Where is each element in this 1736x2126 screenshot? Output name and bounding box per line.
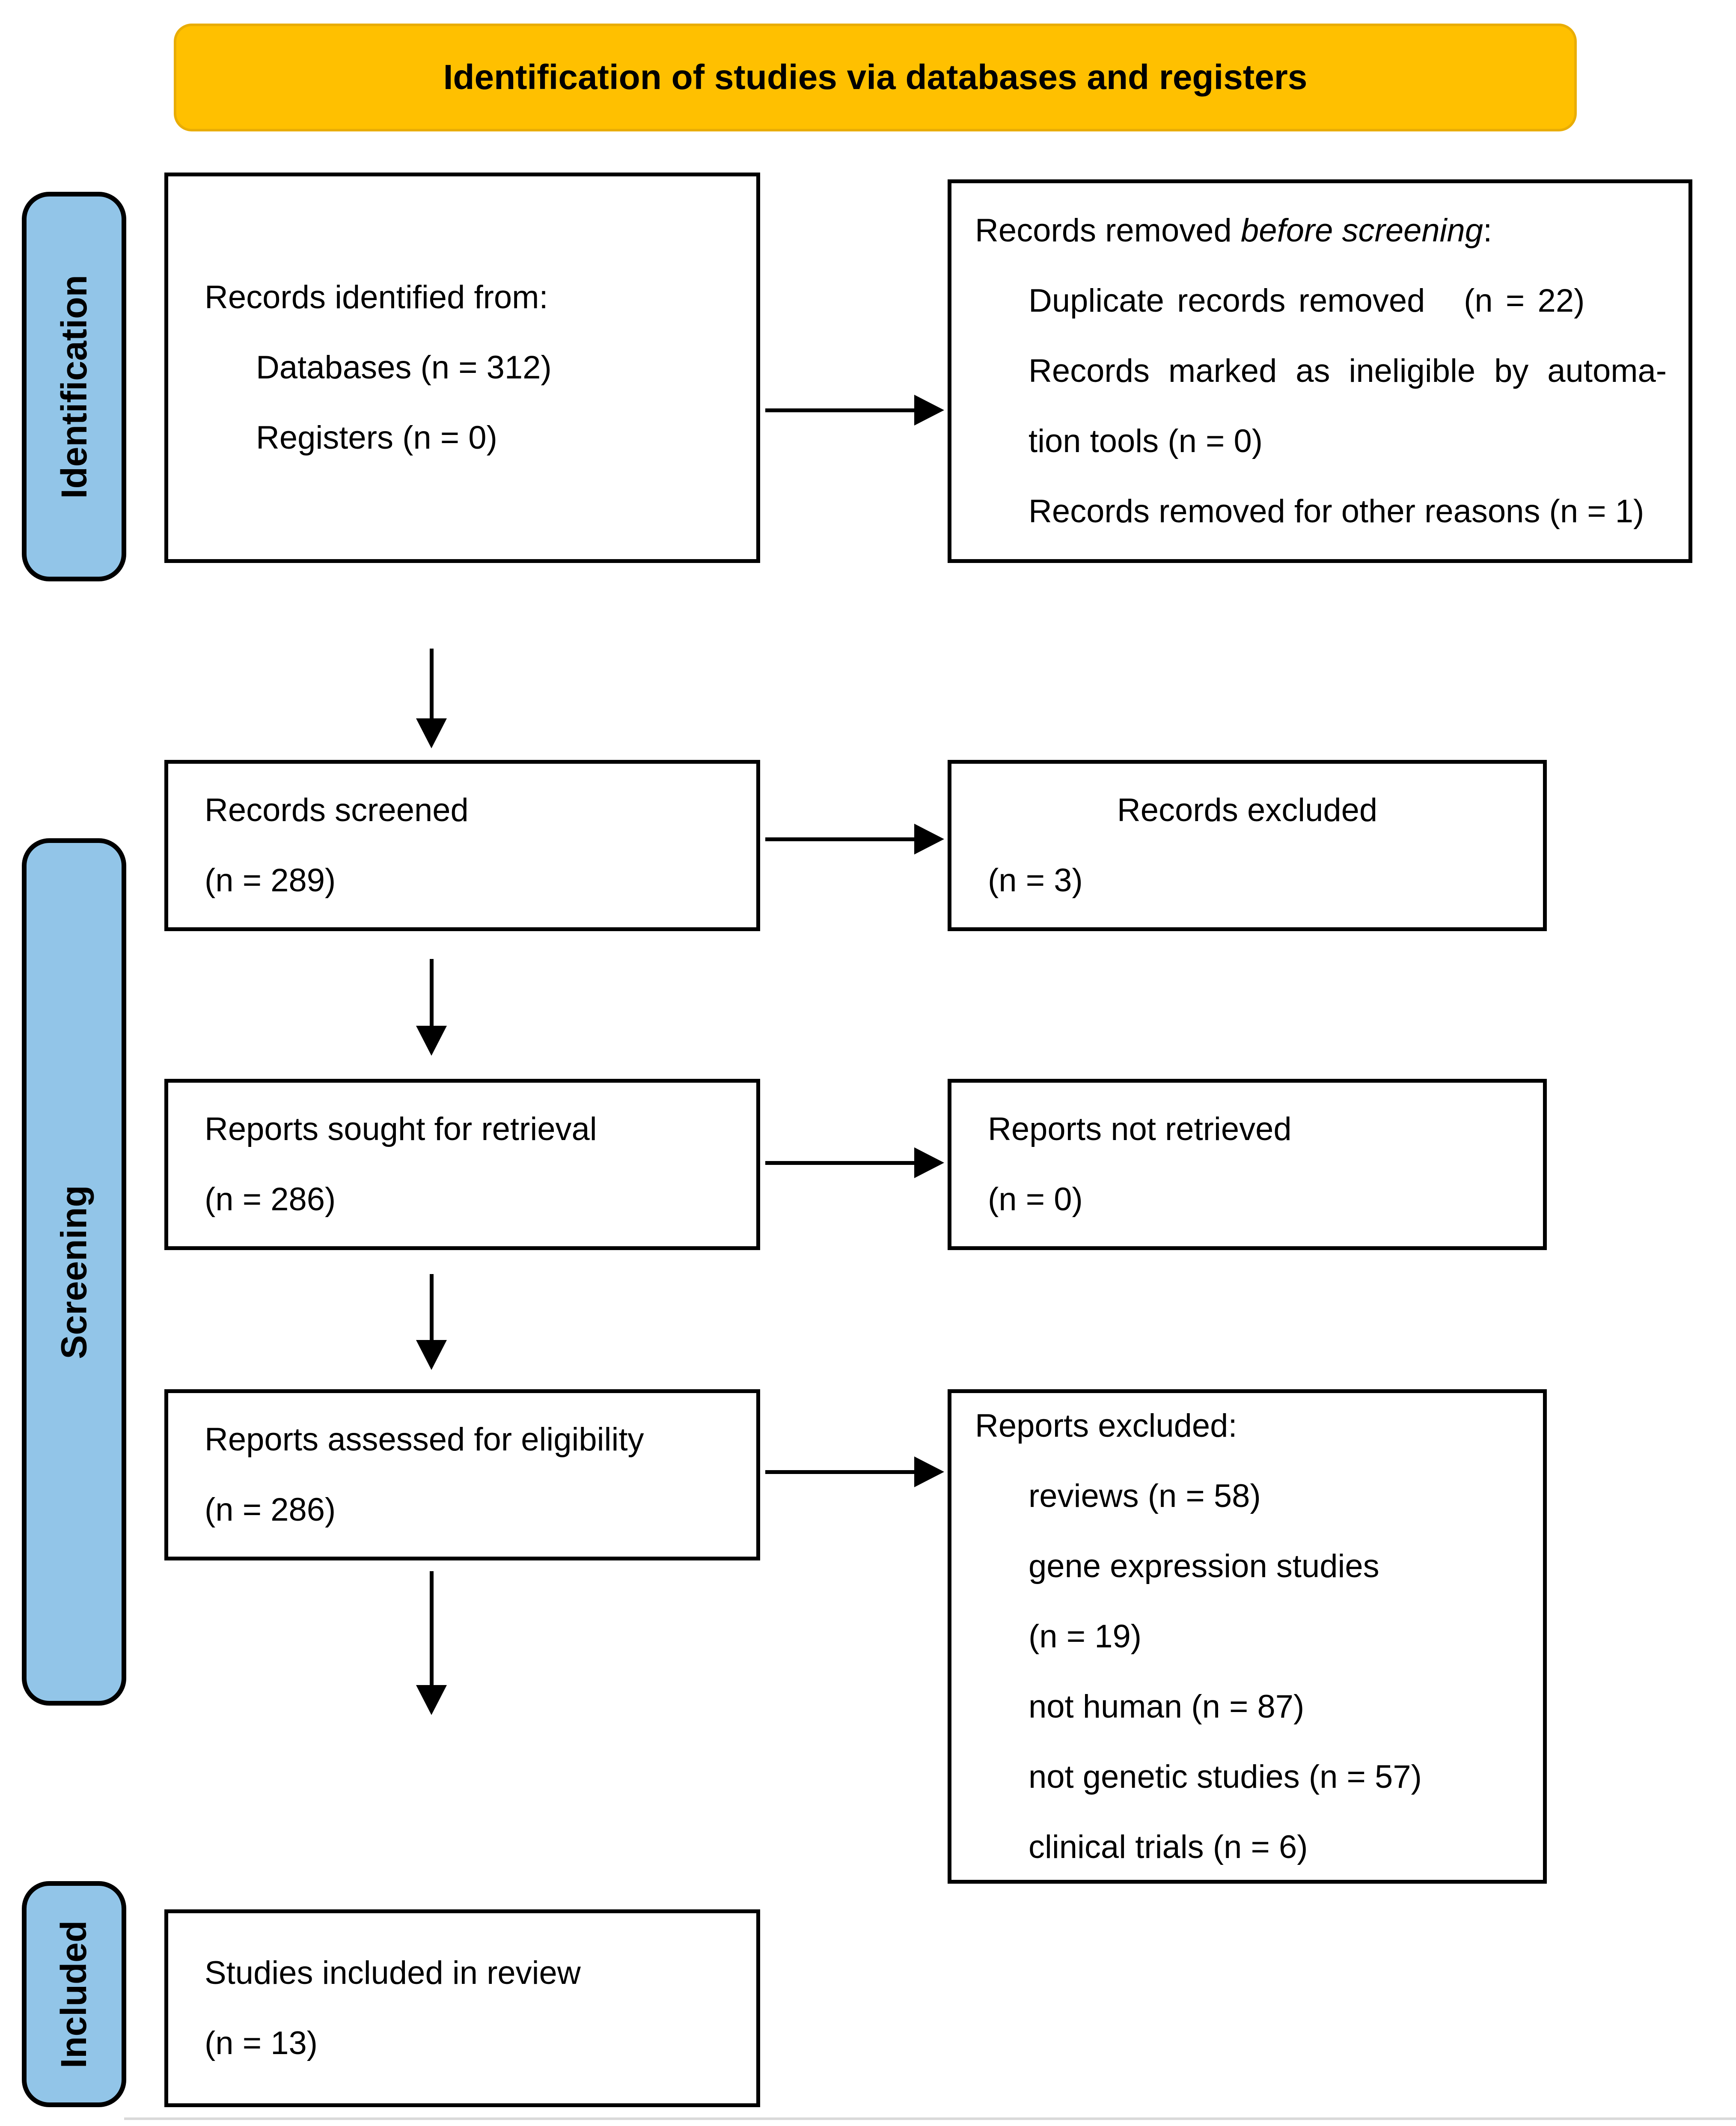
records-identified-heading: Records identified from: xyxy=(205,279,548,316)
records-excluded-label: Records excluded xyxy=(1117,792,1378,828)
box-reports-excluded: Reports excluded: reviews (n = 58) gene … xyxy=(948,1389,1547,1884)
arrow-sought-to-not-retrieved-head xyxy=(914,1147,944,1178)
reports-excluded-not-genetic: not genetic studies (n = 57) xyxy=(1029,1758,1422,1795)
arrow-identified-to-removed-line xyxy=(765,408,914,412)
arrow-assessed-to-reports-excluded-head xyxy=(914,1456,944,1487)
reports-excluded-heading: Reports excluded: xyxy=(975,1407,1237,1444)
reports-excluded-not-human: not human (n = 87) xyxy=(1029,1688,1305,1725)
reports-sought-label: Reports sought for retrieval xyxy=(205,1111,597,1147)
reports-assessed-label: Reports assessed for eligibility xyxy=(205,1421,644,1458)
reports-not-retrieved-count: (n = 0) xyxy=(988,1181,1083,1218)
records-identified-databases: Databases (n = 312) xyxy=(256,349,552,386)
box-records-excluded: Records excluded (n = 3) xyxy=(948,760,1547,931)
box-reports-not-retrieved: Reports not retrieved (n = 0) xyxy=(948,1079,1547,1250)
arrow-identified-to-removed-head xyxy=(914,395,944,426)
reports-assessed-count: (n = 286) xyxy=(205,1492,336,1528)
reports-excluded-reviews: reviews (n = 58) xyxy=(1029,1477,1261,1514)
studies-included-label: Studies included in review xyxy=(205,1955,581,1991)
arrow-identified-to-screened-head xyxy=(416,718,447,748)
records-removed-heading: Records removed before screening: xyxy=(951,196,1688,266)
box-studies-included: Studies included in review (n = 13) xyxy=(164,1909,760,2107)
arrow-assessed-to-included-line xyxy=(430,1571,434,1686)
records-removed-duplicates: Duplicate records removed (n = 22) xyxy=(1029,283,1585,319)
records-identified-registers: Registers (n = 0) xyxy=(256,420,497,456)
records-removed-heading-suffix: : xyxy=(1483,212,1492,249)
reports-excluded-clinical-trials: clinical trials (n = 6) xyxy=(1029,1828,1308,1865)
phase-bar-included: Included xyxy=(22,1881,126,2107)
title-banner: Identification of studies via databases … xyxy=(174,24,1577,131)
phase-bar-screening: Screening xyxy=(22,838,126,1706)
reports-sought-count: (n = 286) xyxy=(205,1181,336,1218)
box-reports-assessed: Reports assessed for eligibility (n = 28… xyxy=(164,1389,760,1560)
arrow-screened-to-excluded-line xyxy=(765,837,914,841)
box-records-removed: Records removed before screening: Duplic… xyxy=(948,179,1692,563)
records-screened-count: (n = 289) xyxy=(205,862,336,899)
arrow-screened-to-excluded-head xyxy=(914,824,944,855)
records-removed-automation-1: Records marked as ineligible by automa- xyxy=(1029,353,1667,389)
reports-excluded-gene-expression: gene expression studies xyxy=(1029,1548,1379,1584)
reports-excluded-gene-expression-count: (n = 19) xyxy=(1029,1618,1142,1655)
records-removed-heading-prefix: Records removed xyxy=(975,212,1241,249)
phase-label-screening: Screening xyxy=(54,1185,94,1359)
box-records-identified: Records identified from: Databases (n = … xyxy=(164,173,760,563)
arrow-assessed-to-included-head xyxy=(416,1685,447,1715)
phase-bar-identification: Identification xyxy=(22,192,126,581)
box-records-screened: Records screened (n = 289) xyxy=(164,760,760,931)
studies-included-count: (n = 13) xyxy=(205,2025,318,2061)
bottom-divider xyxy=(124,2117,1736,2120)
arrow-identified-to-screened-line xyxy=(430,649,434,719)
arrow-assessed-to-reports-excluded-line xyxy=(765,1470,914,1474)
diagram-title: Identification of studies via databases … xyxy=(443,58,1308,97)
arrow-screened-to-sought-line xyxy=(430,959,434,1027)
box-reports-sought: Reports sought for retrieval (n = 286) xyxy=(164,1079,760,1250)
records-removed-other: Records removed for other reasons (n = 1… xyxy=(1029,493,1644,530)
records-removed-automation-2: tion tools (n = 0) xyxy=(1029,423,1263,459)
records-removed-heading-italic: before screening xyxy=(1240,212,1483,249)
arrow-sought-to-not-retrieved-line xyxy=(765,1161,914,1165)
arrow-screened-to-sought-head xyxy=(416,1026,447,1056)
reports-not-retrieved-label: Reports not retrieved xyxy=(988,1111,1292,1147)
arrow-sought-to-assessed-head xyxy=(416,1340,447,1370)
records-excluded-count: (n = 3) xyxy=(988,862,1083,899)
arrow-sought-to-assessed-line xyxy=(430,1274,434,1341)
phase-label-identification: Identification xyxy=(54,274,94,499)
phase-label-included: Included xyxy=(54,1920,94,2068)
records-screened-label: Records screened xyxy=(205,792,469,828)
